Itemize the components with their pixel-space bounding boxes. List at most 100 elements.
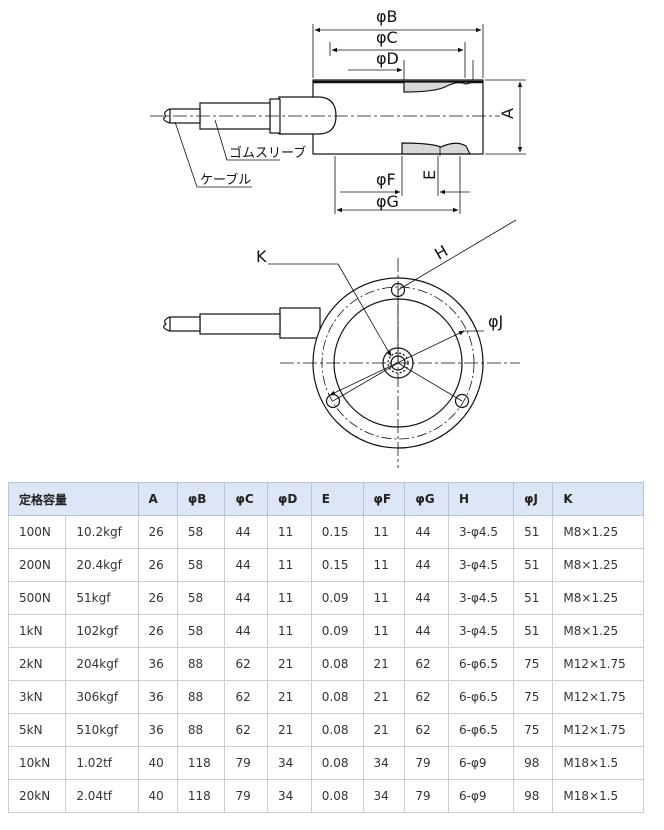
table-cell: 6-φ6.5 [448,647,515,681]
table-cell: 21 [362,647,406,681]
table-cell: 3-φ4.5 [448,614,515,648]
header-capacity: 定格容量 [8,482,139,516]
table-cell: 11 [362,548,406,582]
table-cell: 3kN [7,680,67,714]
header-k: K [552,482,644,516]
table-cell: 62 [224,680,268,714]
table-cell: 26 [137,614,178,648]
table-cell: 79 [404,779,450,813]
table-cell: 58 [176,581,226,615]
table-cell: 26 [137,515,178,549]
table-cell: 1kN [7,614,67,648]
table-cell: M8×1.25 [552,581,644,615]
label-phi-g: φG [376,192,399,211]
table-cell: 6-φ6.5 [448,713,515,747]
table-cell: 58 [176,548,226,582]
table-cell: 21 [266,680,312,714]
table-cell: 40 [137,779,178,813]
table-cell: 11 [362,581,406,615]
top-view [163,219,520,468]
table-cell: 51 [513,614,554,648]
table-cell: 79 [404,746,450,780]
table-cell: 0.09 [310,581,364,615]
label-phi-b: φB [376,7,398,26]
label-a: A [498,108,517,119]
table-cell: 2.04tf [65,779,139,813]
label-e: E [420,170,439,180]
table-cell: 26 [137,548,178,582]
table-cell: M8×1.25 [552,515,644,549]
table-cell: 21 [362,713,406,747]
table-cell: 36 [137,680,178,714]
table-cell: 44 [224,581,268,615]
table-cell: 21 [362,680,406,714]
table-cell: 79 [224,779,268,813]
table-cell: M8×1.25 [552,614,644,648]
table-cell: 0.15 [310,548,364,582]
table-cell: 3-φ4.5 [448,515,515,549]
side-view-labels: φB φC φD A φF E φG ゴムスリーブ ケーブル [200,7,517,211]
label-phi-f: φF [376,170,396,189]
label-k: K [256,247,267,266]
table-cell: 98 [513,746,554,780]
label-cable: ケーブル [200,172,251,188]
table-cell: 0.15 [310,515,364,549]
table-cell: 118 [176,746,226,780]
table-cell: 98 [513,779,554,813]
table-cell: 34 [362,779,406,813]
table-cell: 5kN [7,713,67,747]
label-phi-j: φJ [488,312,503,331]
header-c: φC [224,482,268,516]
table-cell: 62 [224,647,268,681]
side-view [150,24,526,214]
table-cell: 0.09 [310,614,364,648]
table-cell: 44 [224,515,268,549]
table-cell: 75 [513,713,554,747]
table-cell: 100N [7,515,67,549]
table-cell: 44 [224,548,268,582]
table-cell: 204kgf [65,647,139,681]
table-cell: 44 [404,548,450,582]
table-cell: 58 [176,614,226,648]
table-cell: 44 [404,515,450,549]
table-cell: 88 [176,713,226,747]
label-phi-c: φC [376,28,398,47]
table-cell: 6-φ9 [448,779,515,813]
table-cell: 88 [176,680,226,714]
table-cell: M12×1.75 [552,647,644,681]
table-cell: 21 [266,647,312,681]
table-cell: 306kgf [65,680,139,714]
table-cell: 200N [7,548,67,582]
table-cell: 51 [513,548,554,582]
table-cell: M8×1.25 [552,548,644,582]
label-rubber-sleeve: ゴムスリーブ [229,145,306,161]
table-cell: 75 [513,647,554,681]
table-cell: 44 [404,581,450,615]
table-cell: 6-φ9 [448,746,515,780]
table-cell: M12×1.75 [552,680,644,714]
table-cell: 62 [404,680,450,714]
header-g: φG [404,482,450,516]
table-cell: 75 [513,680,554,714]
table-cell: 0.08 [310,680,364,714]
table-cell: 20kN [7,779,67,813]
table-cell: 3-φ4.5 [448,548,515,582]
table-cell: 11 [266,548,312,582]
table-cell: 58 [176,515,226,549]
table-cell: M12×1.75 [552,713,644,747]
table-cell: 51 [513,581,554,615]
table-cell: 62 [224,713,268,747]
load-cell-dimension-drawing: φB φC φD A φF E φG ゴムスリーブ ケーブル [150,7,526,468]
table-cell: 510kgf [65,713,139,747]
table-cell: 34 [266,746,312,780]
table-cell: 36 [137,647,178,681]
table-cell: 10kN [7,746,67,780]
